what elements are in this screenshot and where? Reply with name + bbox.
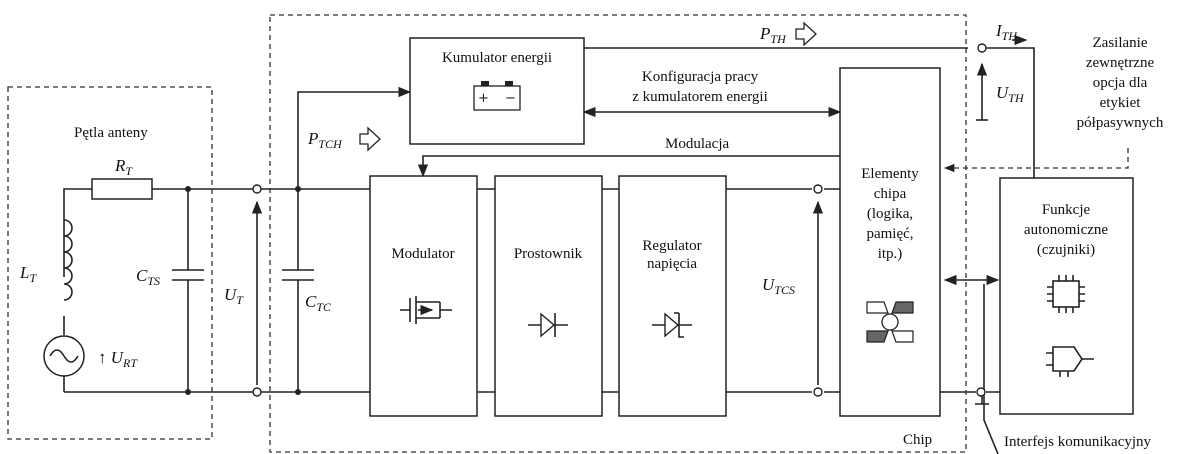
rectifier-label: Prostownik [514,246,583,262]
regulator-label-line2: napięcia [647,256,697,272]
supply-label-line3: opcja dla [1093,75,1148,91]
modulation-arrow [417,155,840,178]
inductor-lt-label: LT [19,263,37,285]
terminal-tcs-bottom [813,387,823,397]
modulator-label: Modulator [391,246,454,262]
power-pth-arrow-icon [795,21,817,47]
voltage-regulator-block: Regulator napięcia [618,175,727,417]
diode-icon [528,312,568,338]
terminal-top-left [252,184,262,194]
elements-label-line1: Elementy [861,166,919,182]
functions-label-line2: autonomiczne [1024,222,1108,238]
modulator-block: Modulator [369,175,478,417]
converter-icon [1046,346,1094,377]
modulation-label: Modulacja [665,136,729,152]
source-urt-label: ↑ URT [98,348,138,370]
rectifier-block: Prostownik [494,175,603,417]
capacitor-ctc-label: CTC [305,292,332,314]
energy-accumulator: Kumulator energii + − [409,37,585,145]
antenna-loop-circuit: Pętla anteny RT LT ↑ URT CTS [19,125,255,395]
config-label-line1: Konfiguracja pracy [642,69,759,85]
external-supply-arrow [943,148,1129,173]
chip-input-line: UT CTC PTCH [224,86,412,397]
battery-icon: + − [473,81,521,111]
inductor-lt [63,219,73,301]
accumulator-label: Kumulator energii [442,50,552,66]
terminal-bottom-left [252,387,262,397]
interface-pointer [983,284,999,454]
terminal-th-top [977,43,987,53]
zener-diode-icon [652,312,692,338]
regulator-label-line1: Regulator [642,238,701,254]
chip-elements-block: Elementy chipa (logika, pamięć, itp.) [839,67,941,417]
antenna-loop-boundary [7,86,213,440]
chip-boundary [269,14,967,453]
resistor-rt-label: RT [114,156,133,178]
config-label-line2: z kumulatorem energii [632,89,768,105]
capacitor-cts-label: CTS [136,266,160,288]
power-ptch-label: PTCH [307,129,343,151]
functions-label-line1: Funkcje [1042,202,1091,218]
supply-label-line1: Zasilanie [1093,35,1148,51]
power-pth-label: PTH [759,24,787,46]
functions-label-line3: (czujniki) [1037,242,1095,258]
terminal-bottom-right [976,387,986,397]
antenna-loop-title: Pętla anteny [74,125,148,141]
elements-label-line3: (logika, [867,206,913,222]
elements-label-line2: chipa [874,186,907,202]
elements-label-line5: itp.) [878,246,903,262]
resistor-rt [91,178,153,200]
sensor-chip-icon [1047,275,1085,313]
elements-label-line4: pamięć, [866,226,913,242]
chip-label: Chip [903,432,932,448]
interface-label: Interfejs komunikacyjny [1004,434,1152,450]
supply-label-line5: półpasywnych [1077,115,1164,131]
supply-label-line4: etykiet [1100,95,1142,111]
svg-text:+: + [478,91,489,106]
transistor-icon [400,296,452,324]
power-flow-arrow-icon [359,126,381,152]
logic-chip-icon [866,301,914,343]
terminal-tcs-top [813,184,823,194]
svg-text:−: − [505,91,516,106]
voltage-uth-label: UTH [996,83,1025,105]
autonomous-functions-block: Funkcje autonomiczne (czujniki) [999,177,1134,415]
voltage-utcs-label: UTCS [762,275,795,297]
supply-label-line2: zewnętrzne [1086,55,1155,71]
voltage-ut-label: UT [224,285,244,307]
